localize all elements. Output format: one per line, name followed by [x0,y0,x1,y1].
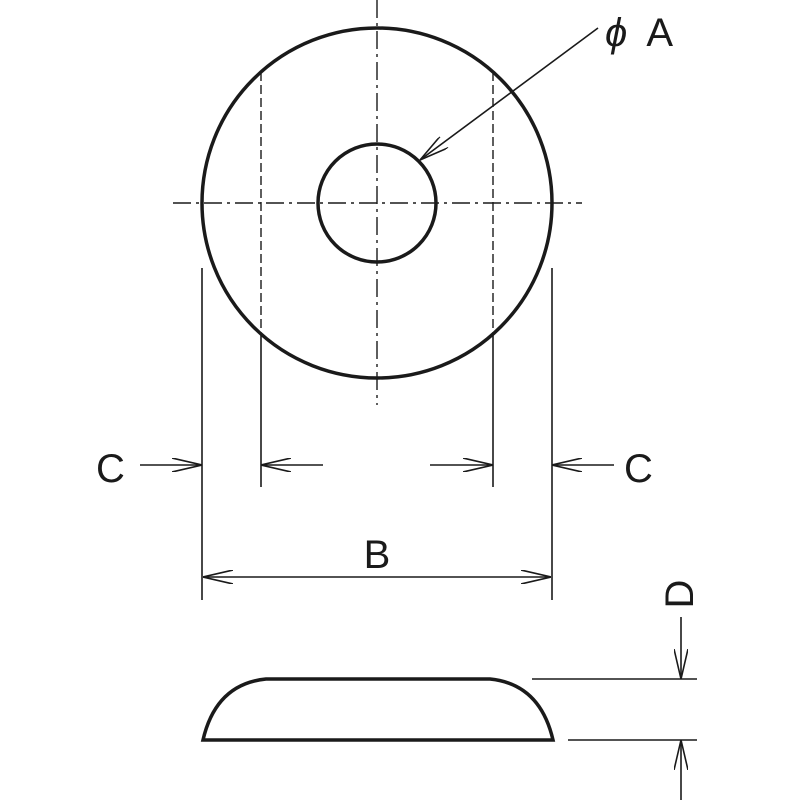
washer-side-profile [200,677,556,742]
dimension-c: C C [96,447,653,491]
side-view [200,677,556,742]
dimension-b: B [203,533,551,577]
top-view [173,0,582,405]
dimension-a-letter: A [646,11,673,55]
dimension-d-label: D [658,580,702,609]
dimension-a-leader [420,27,599,160]
dimension-b-label: B [364,533,391,577]
dimension-a-label: ϕ A [605,11,673,55]
dimension-d: D [532,580,702,800]
dimension-c-left-label: C [96,447,125,491]
dimension-a: ϕ A [420,11,673,160]
dimension-c-right-label: C [624,447,653,491]
phi-symbol: ϕ [605,11,627,55]
